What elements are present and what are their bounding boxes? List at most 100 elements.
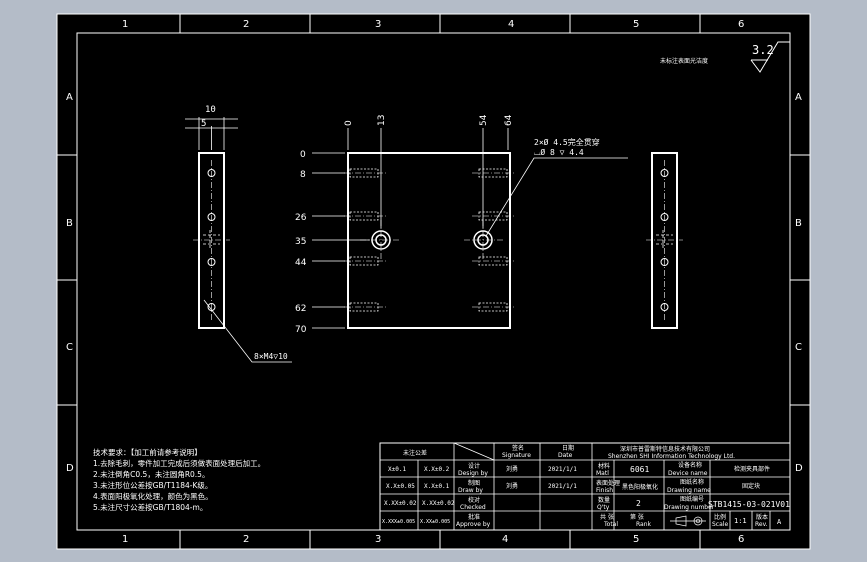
zone-number: 3 <box>375 19 381 30</box>
surface-finish-note: 未标注表面光洁度 <box>660 57 708 65</box>
front-view: 0 13 54 64 0 8 26 35 44 62 70 2×Ø 4.5完全贯… <box>295 114 628 335</box>
tol-value: X.XXX±0.005 <box>382 519 415 525</box>
designer-name: 刘勇 <box>506 465 518 473</box>
y-dim: 35 <box>295 237 306 247</box>
tech-req-line: 5.未注尺寸公差按GB/T1804-m。 <box>93 502 207 512</box>
finish-value: 黑色阳极氧化 <box>622 483 658 491</box>
tolerance-header: 未注公差 <box>403 449 427 457</box>
title-block: 未注公差 X±0.1 X.X±0.2 X.X±0.05 X.X±0.1 X.XX… <box>379 442 791 531</box>
drawing-no-label-en: Drawing number <box>664 504 715 511</box>
material-value: 6061 <box>630 465 649 474</box>
zone-letter: D <box>66 463 74 474</box>
date-header-cn: 日期 <box>562 444 574 452</box>
zone-letter: C <box>66 342 73 353</box>
tol-value: X±0.1 <box>388 466 406 473</box>
x-dim: 13 <box>377 115 387 126</box>
zone-number: 2 <box>243 534 249 545</box>
zone-letter: A <box>66 92 73 103</box>
qty-value: 2 <box>636 499 641 508</box>
tech-req-line: 2.未注倒角C0.5，未注圆角R0.5。 <box>93 469 209 479</box>
finish-label-cn: 表面处理 <box>596 479 620 487</box>
technical-requirements: 技术要求：【加工前请参考说明】 1.去除毛刺，零件加工完成后须做表面处理后加工。… <box>93 447 265 512</box>
role-label-cn: 设计 <box>468 462 480 470</box>
zone-letter: A <box>795 92 802 103</box>
tech-req-line: 4.表面阳极氧化处理，颜色为黑色。 <box>93 491 213 501</box>
zone-ticks <box>57 14 810 549</box>
draw-date: 2021/1/1 <box>548 483 577 490</box>
material-label-en: Matl <box>596 470 609 477</box>
rev-label-cn: 版本 <box>756 513 768 521</box>
drawing-name-label-en: Drawing name <box>667 487 711 494</box>
zone-number: 5 <box>633 534 639 545</box>
side-view-right <box>646 152 683 329</box>
zone-number: 1 <box>122 19 128 30</box>
role-label-cn: 校对 <box>468 496 480 504</box>
material-label-cn: 材料 <box>598 462 610 470</box>
drafter-name: 刘勇 <box>506 482 518 490</box>
zone-number: 1 <box>122 534 128 545</box>
design-date: 2021/1/1 <box>548 466 577 473</box>
tol-value: X.XX±0.02 <box>384 500 417 507</box>
qty-label-en: Q'ty <box>597 504 610 511</box>
outer-border <box>56 13 811 550</box>
projection-symbol-icon <box>670 515 706 527</box>
roughness-value: 3.2 <box>752 43 774 57</box>
x-dim: 54 <box>479 114 489 126</box>
tol-value: X.XX±0.005 <box>420 519 450 525</box>
zone-number: 6 <box>738 19 744 30</box>
total-label-cn: 共 张 <box>600 513 614 521</box>
role-label-en: Draw by <box>458 487 483 494</box>
scale-label-cn: 比例 <box>714 513 726 521</box>
y-dim: 44 <box>295 258 307 268</box>
zone-number: 5 <box>633 19 639 30</box>
y-dim: 70 <box>295 325 307 335</box>
zone-letter: C <box>795 342 802 353</box>
zone-number: 2 <box>243 19 249 30</box>
role-label-en: Checked <box>460 504 486 511</box>
role-label-en: Approve by <box>456 521 491 528</box>
role-label-cn: 批准 <box>468 513 480 521</box>
tol-value: X.XX±0.02 <box>422 500 455 507</box>
drawing-name-label-cn: 图纸名称 <box>680 478 704 486</box>
x-dim: 0 <box>344 120 354 126</box>
rank-label-cn: 第 张 <box>630 513 644 521</box>
rev-label-en: Rev. <box>755 521 768 528</box>
tol-value: X.X±0.05 <box>386 483 415 490</box>
drawing-no-label-cn: 图纸编号 <box>680 495 704 503</box>
company-name-cn: 深圳市普雷斯特信息技术有限公司 <box>620 445 710 453</box>
rank-label-en: Rank <box>636 521 652 528</box>
side-view-left: 10 5 8×M4▽10 <box>185 105 292 363</box>
total-label-en: Total <box>603 521 618 528</box>
zone-number: 4 <box>502 534 508 545</box>
tol-value: X.X±0.1 <box>424 483 450 490</box>
date-header-en: Date <box>558 452 573 459</box>
zone-number: 4 <box>508 19 514 30</box>
tech-req-line: 3.未注形位公差按GB/T1184-K级。 <box>93 480 212 490</box>
qty-label-cn: 数量 <box>598 496 610 504</box>
hole-callout-line2: ⌴Ø 8 ▽ 4.4 <box>534 147 584 157</box>
company-name-en: Shenzhen SHI Information Technology Ltd. <box>608 453 735 460</box>
y-dim: 62 <box>295 304 306 314</box>
rev-value: A <box>777 518 782 526</box>
zone-number: 3 <box>375 534 381 545</box>
role-label-en: Design by <box>458 470 488 477</box>
y-dim: 0 <box>300 150 306 160</box>
tech-req-line: 1.去除毛刺，零件加工完成后须做表面处理后加工。 <box>93 458 265 468</box>
zone-letter: B <box>66 218 73 229</box>
signature-header-cn: 签名 <box>512 444 524 452</box>
side-dim-inner: 5 <box>201 119 206 129</box>
roughness-symbol: 3.2 <box>750 41 790 73</box>
scale-label-en: Scale <box>712 521 728 528</box>
hole-callout-line1: 2×Ø 4.5完全贯穿 <box>534 137 600 147</box>
finish-label-en: Finish <box>596 487 613 494</box>
device-name-value: 检测夹具部件 <box>734 465 770 473</box>
x-dim: 64 <box>504 114 514 126</box>
side-dim-outer: 10 <box>205 105 216 115</box>
tol-value: X.X±0.2 <box>424 466 450 473</box>
signature-header-en: Signature <box>502 452 531 459</box>
role-label-cn: 制图 <box>468 479 480 487</box>
zone-letter: D <box>795 463 803 474</box>
scale-value: 1:1 <box>734 517 747 525</box>
drawing-name-value: 固定块 <box>742 482 760 490</box>
